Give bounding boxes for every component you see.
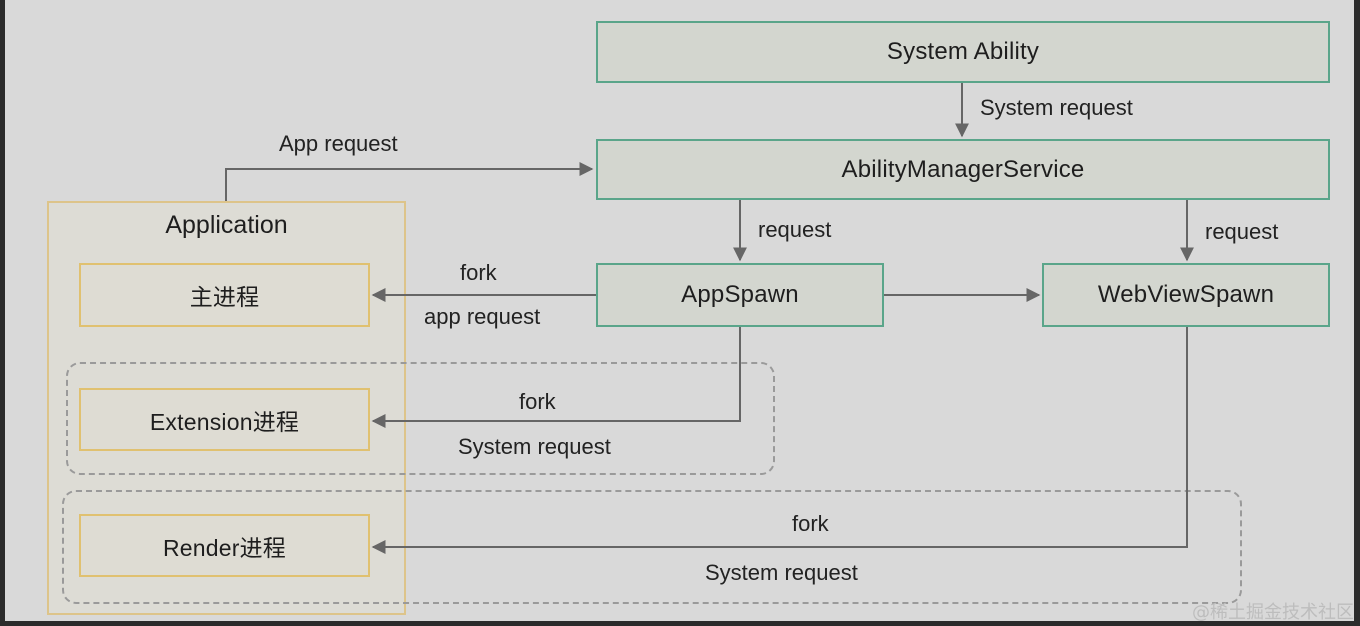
label-fork-extension: fork xyxy=(519,389,556,414)
render-process-node: Render进程 xyxy=(79,514,370,577)
main-process-node: 主进程 xyxy=(79,263,370,327)
watermark: @稀土掘金技术社区 xyxy=(1192,602,1354,623)
label-system-request: System request xyxy=(980,95,1133,120)
extension-process-node: Extension进程 xyxy=(79,388,370,451)
label-request-appspawn: request xyxy=(758,217,832,242)
label-fork-render: fork xyxy=(792,511,829,536)
label-fork-main: fork xyxy=(460,260,497,285)
system-ability-node: System Ability xyxy=(596,21,1330,83)
appspawn-node: AppSpawn xyxy=(596,263,884,327)
extension-group xyxy=(66,362,775,475)
label-app-request-main: app request xyxy=(424,304,541,329)
label-app-request: App request xyxy=(279,131,398,156)
ability-manager-service-node: AbilityManagerService xyxy=(596,139,1330,200)
label-system-request-render: System request xyxy=(705,560,858,585)
webviewspawn-node: WebViewSpawn xyxy=(1042,263,1330,327)
edge-fork-render xyxy=(371,327,1188,554)
application-title: Application xyxy=(165,211,288,239)
edge-fork-extension xyxy=(371,327,741,428)
label-system-request-extension: System request xyxy=(458,434,611,459)
edge-app-request xyxy=(225,162,594,201)
render-group xyxy=(62,490,1242,604)
label-request-webviewspawn: request xyxy=(1205,219,1279,244)
